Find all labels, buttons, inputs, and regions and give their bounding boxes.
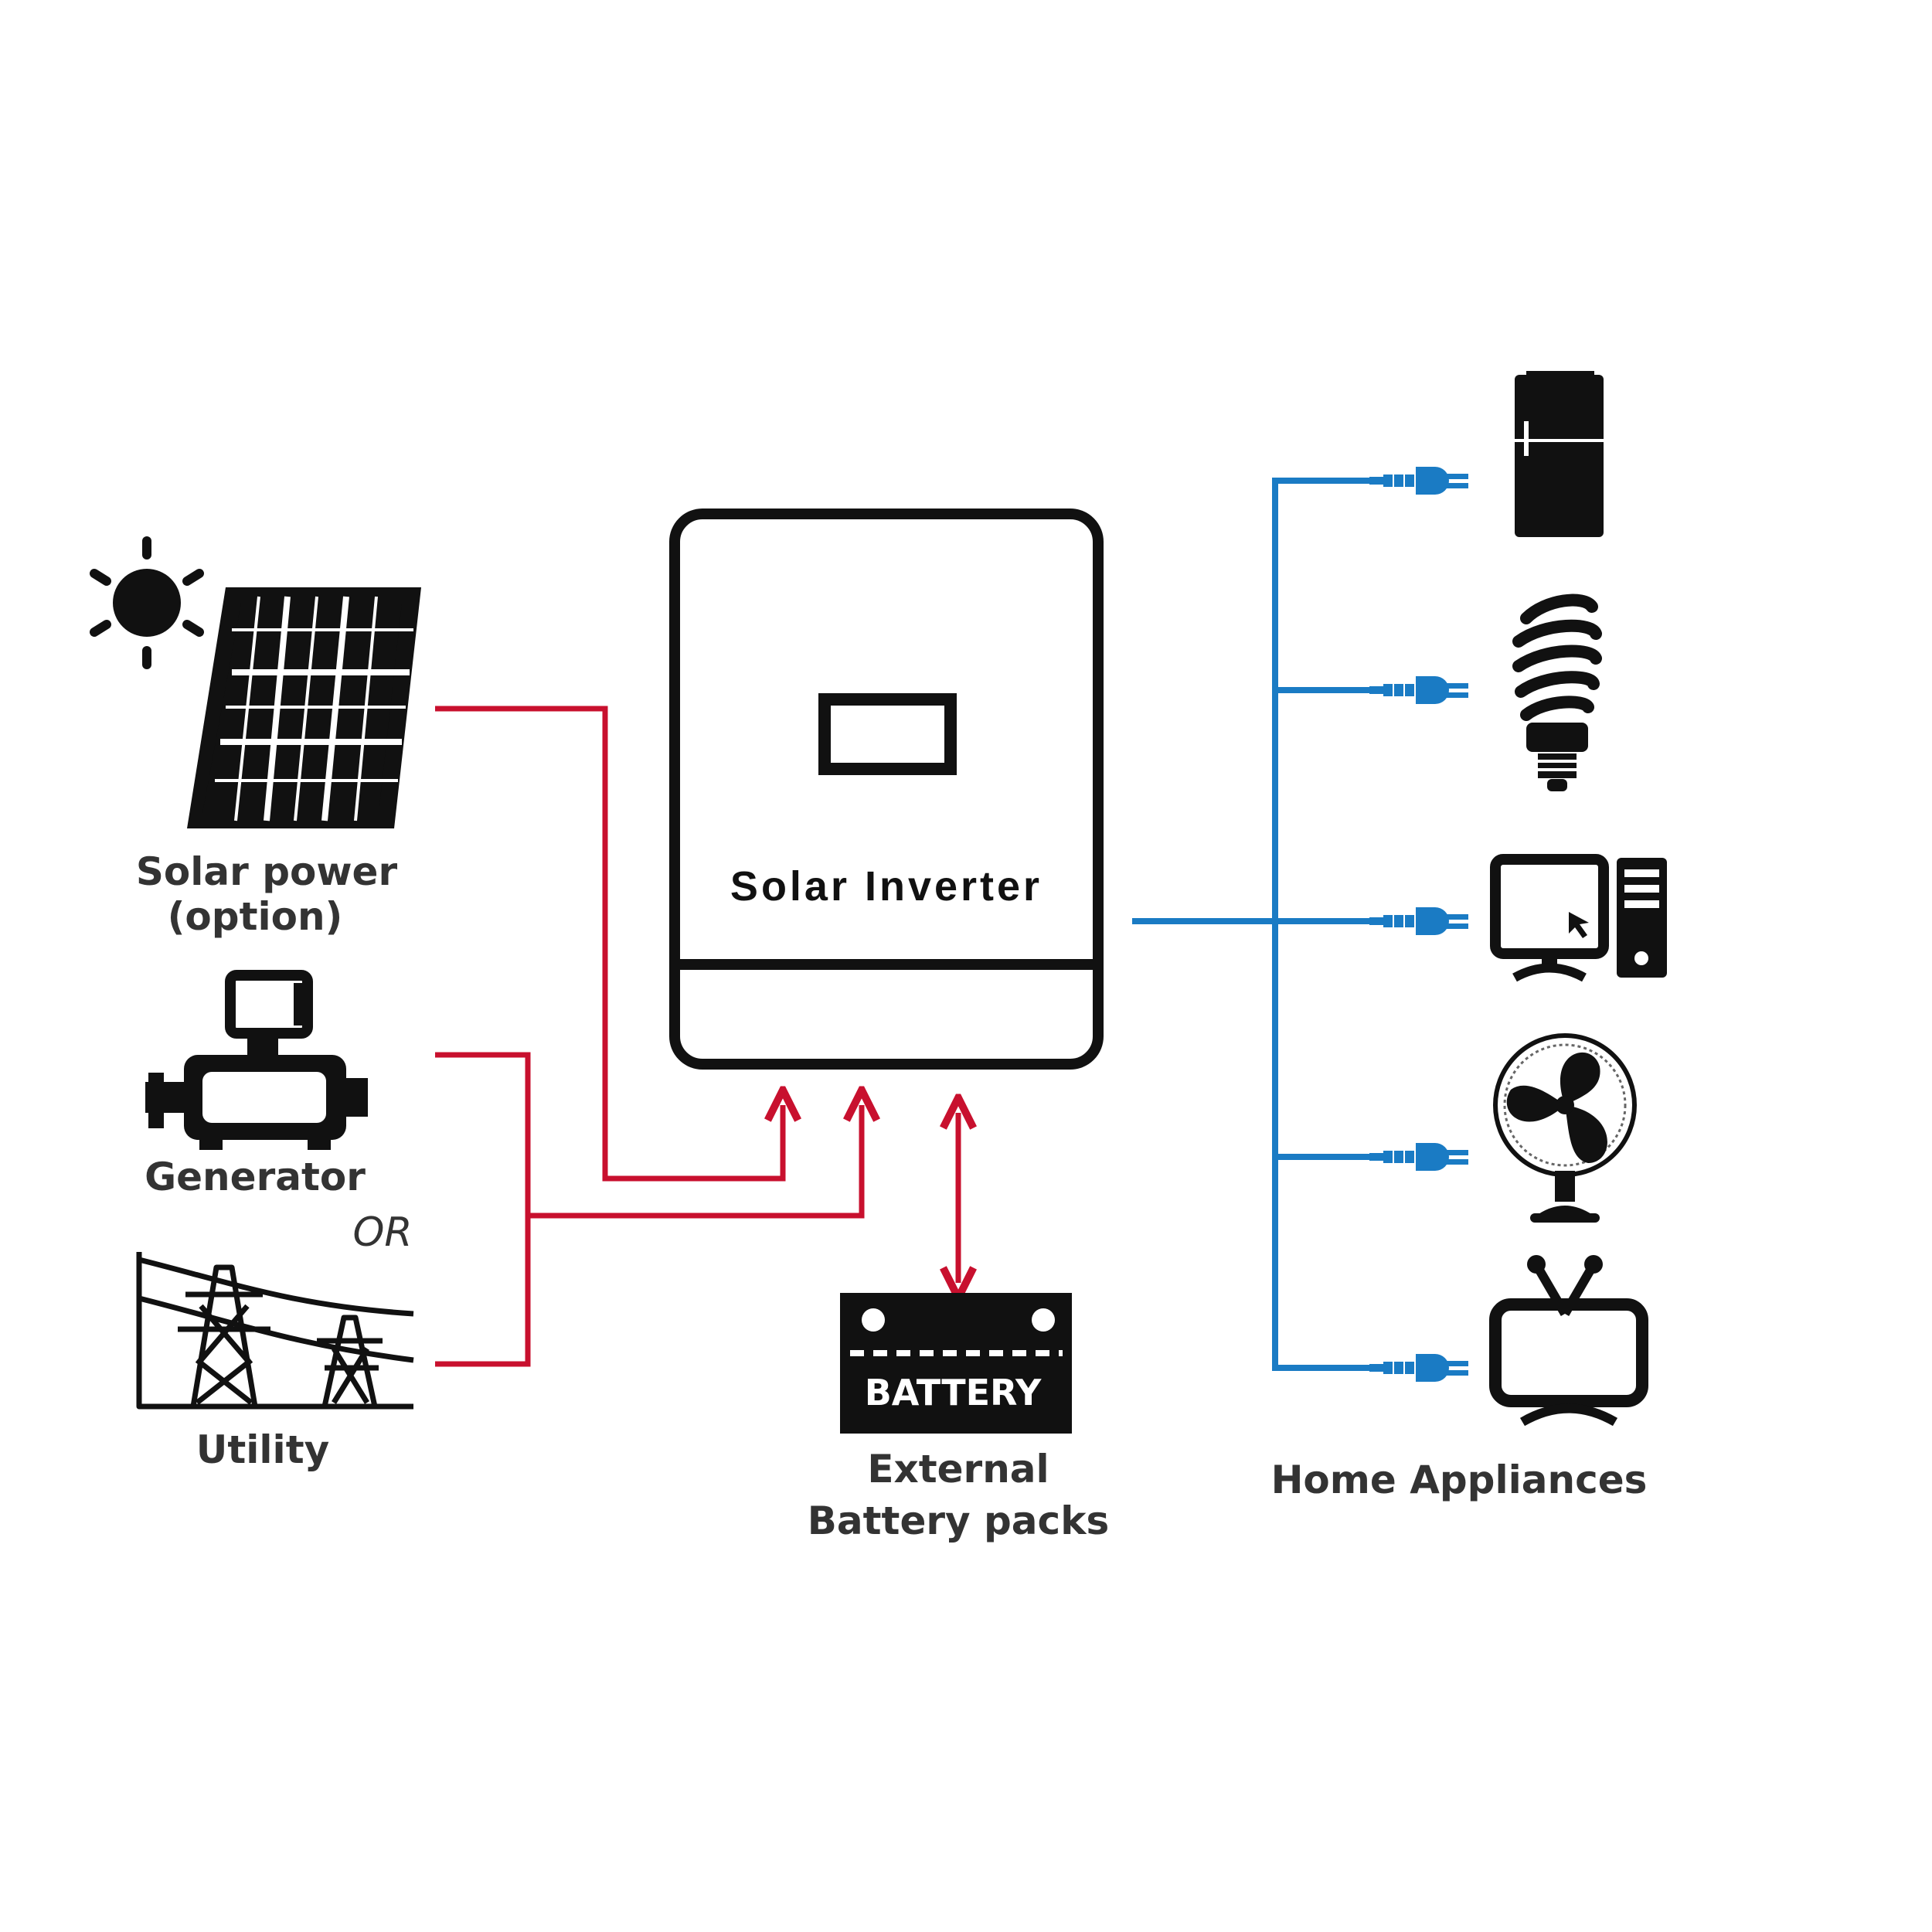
utility-pylon-icon	[136, 1252, 414, 1410]
plug-icon	[1369, 467, 1468, 495]
desktop-computer-icon	[1490, 854, 1667, 982]
plug-icon	[1369, 1143, 1468, 1171]
solar-inverter	[669, 509, 1104, 1070]
or-label: OR	[352, 1209, 412, 1256]
light-bulb-icon	[1512, 594, 1602, 791]
solar-panel-icon	[187, 587, 421, 828]
generator-icon	[145, 970, 368, 1150]
plug-icon	[1369, 676, 1468, 704]
battery-icon	[840, 1293, 1072, 1434]
generator-label: Generator	[145, 1155, 366, 1199]
utility-label: Utility	[196, 1427, 329, 1472]
generator-connection-line	[435, 1052, 531, 1367]
television-icon	[1489, 1255, 1648, 1427]
battery-badge: BATTERY	[865, 1372, 1042, 1413]
grid-connection-line	[528, 1105, 862, 1219]
fan-icon	[1493, 1033, 1637, 1223]
home-appliances-label: Home Appliances	[1271, 1458, 1648, 1502]
solar-connection-line	[435, 706, 783, 1182]
battery-label-line2: Battery packs	[808, 1498, 1109, 1543]
inverter-display	[818, 693, 957, 775]
inverter-title: Solar Inverter	[730, 863, 1043, 910]
appliance-plugs	[1369, 467, 1468, 1382]
input-lines	[435, 706, 958, 1367]
plug-icon	[1369, 1354, 1468, 1382]
sun-icon	[90, 536, 204, 669]
solar-label-line2: (option)	[168, 894, 343, 939]
output-lines	[1132, 478, 1372, 1371]
battery-label-line1: External	[867, 1447, 1049, 1492]
plug-icon	[1369, 907, 1468, 935]
refrigerator-icon	[1515, 371, 1604, 537]
solar-label-line1: Solar power	[136, 849, 398, 894]
